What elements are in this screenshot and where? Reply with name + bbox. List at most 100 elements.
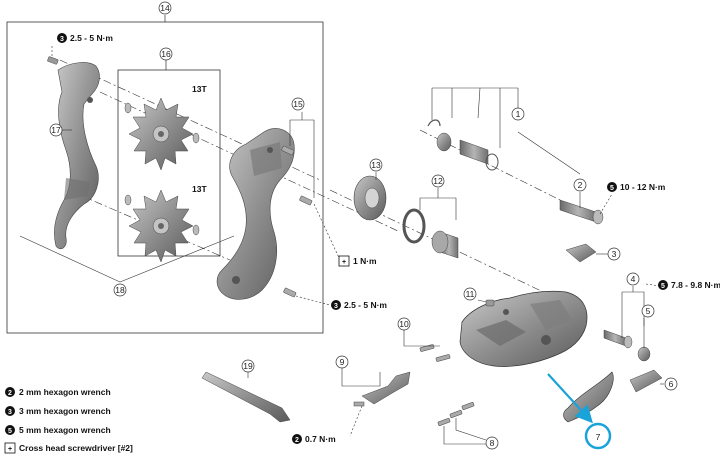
svg-text:5: 5	[661, 283, 665, 290]
washer-5	[637, 346, 651, 362]
axis-lines	[59, 59, 581, 301]
leader-lines	[19, 87, 664, 445]
protector-6	[629, 369, 663, 393]
svg-text:2: 2	[295, 437, 299, 444]
svg-text:+: +	[342, 259, 346, 266]
legend-item-screwdriver: + Cross head screwdriver [#2]	[4, 442, 133, 454]
svg-text:3: 3	[334, 303, 338, 310]
tool-19	[201, 371, 291, 423]
torque-mid: 3 2.5 - 5 N·m	[331, 300, 387, 310]
cable-screws-8	[437, 402, 475, 426]
callout-numbers: 14 16 17 15 13 12 1 2 3 4 5 6 7 8 9 10 1…	[49, 1, 678, 450]
small-bolt-11	[485, 299, 495, 307]
svg-text:9: 9	[340, 357, 345, 367]
callout-5: 5	[641, 304, 655, 318]
svg-text:2: 2	[8, 390, 12, 397]
torque-screw: + 1 N·m	[338, 255, 377, 267]
callout-6: 6	[664, 377, 678, 391]
svg-text:14: 14	[160, 3, 170, 13]
svg-text:18: 18	[115, 285, 125, 295]
bracket-9	[353, 371, 411, 407]
callout-2: 2	[573, 178, 587, 192]
svg-text:+: +	[8, 446, 12, 453]
callout-10: 10	[397, 317, 411, 331]
callout-17: 17	[49, 123, 63, 137]
svg-text:7: 7	[596, 432, 601, 442]
plate-screw	[47, 56, 59, 65]
callout-16: 16	[159, 47, 173, 61]
svg-text:4: 4	[631, 274, 636, 284]
pulley-washers	[124, 102, 200, 236]
callout-18: 18	[113, 283, 127, 297]
svg-text:2: 2	[578, 180, 583, 190]
svg-text:1 N·m: 1 N·m	[353, 256, 377, 266]
torque-upper-right: 5 10 - 12 N·m	[607, 182, 666, 192]
svg-text:3 mm hexagon wrench: 3 mm hexagon wrench	[19, 406, 111, 416]
torque-top-left: 3 2.5 - 5 N·m	[57, 33, 113, 43]
callout-3: 3	[607, 247, 621, 261]
pulley-upper	[128, 97, 194, 171]
guard-7	[563, 371, 614, 423]
svg-text:15: 15	[293, 99, 303, 109]
svg-text:10 - 12 N·m: 10 - 12 N·m	[620, 182, 666, 192]
cage-fix-bolt	[283, 287, 297, 298]
legend-item-3mm: 3 3 mm hexagon wrench	[5, 406, 111, 416]
bushing-rings	[402, 208, 459, 259]
svg-text:19: 19	[243, 361, 253, 371]
inner-plate-part	[54, 62, 100, 250]
fixing-bolt-4	[603, 329, 633, 349]
callout-11: 11	[463, 287, 477, 301]
legend-item-2mm: 2 2 mm hexagon wrench	[5, 387, 111, 397]
svg-text:1: 1	[516, 109, 521, 119]
callout-13: 13	[369, 158, 383, 172]
svg-text:16: 16	[161, 49, 171, 59]
cage-bolts	[281, 145, 313, 206]
svg-text:5 mm hexagon wrench: 5 mm hexagon wrench	[19, 425, 111, 435]
svg-text:11: 11	[466, 289, 475, 299]
sprocket-label-upper: 13T	[192, 84, 207, 94]
callout-12: 12	[431, 174, 445, 188]
callout-19: 19	[241, 359, 255, 373]
svg-text:10: 10	[399, 319, 409, 329]
assembly-box-16	[117, 69, 221, 257]
callout-9: 9	[335, 355, 349, 369]
callout-14: 14	[158, 1, 172, 15]
callout-15: 15	[291, 97, 305, 111]
svg-text:5: 5	[646, 306, 651, 316]
sprocket-label-lower: 13T	[192, 184, 207, 194]
outer-plate-part	[216, 128, 295, 300]
derailleur-body	[459, 290, 588, 367]
svg-text:2 mm hexagon wrench: 2 mm hexagon wrench	[19, 387, 111, 397]
callout-4: 4	[626, 272, 640, 286]
svg-text:5: 5	[8, 428, 12, 435]
callout-8: 8	[485, 436, 499, 450]
svg-text:12: 12	[433, 176, 443, 186]
svg-text:17: 17	[51, 125, 61, 135]
b-axle-bolt	[559, 199, 604, 225]
torque-bottom: 2 0.7 N·m	[292, 434, 336, 444]
pulley-lower	[128, 189, 194, 263]
svg-text:3: 3	[612, 249, 617, 259]
svg-text:13: 13	[371, 160, 381, 170]
svg-text:3: 3	[60, 36, 64, 43]
torque-right: 5 7.8 - 9.8 N·m	[658, 280, 720, 290]
tool-legend: 2 2 mm hexagon wrench 3 3 mm hexagon wre…	[4, 387, 133, 454]
legend-item-5mm: 5 5 mm hexagon wrench	[5, 425, 111, 435]
svg-text:2.5 - 5 N·m: 2.5 - 5 N·m	[70, 33, 113, 43]
svg-text:8: 8	[490, 438, 495, 448]
callout-1: 1	[511, 107, 525, 121]
adjust-screws	[419, 344, 451, 362]
svg-text:0.7 N·m: 0.7 N·m	[305, 434, 336, 444]
b-axle-kit	[427, 119, 499, 171]
svg-text:6: 6	[669, 379, 674, 389]
svg-text:Cross head screwdriver [#2]: Cross head screwdriver [#2]	[19, 443, 133, 453]
svg-text:5: 5	[610, 185, 614, 192]
callout-7: 7	[596, 432, 601, 442]
tension-disc-part	[353, 175, 387, 221]
torque-leaders	[51, 46, 661, 437]
svg-text:3: 3	[8, 409, 12, 416]
svg-text:7.8 - 9.8 N·m: 7.8 - 9.8 N·m	[671, 280, 720, 290]
bracket-cover	[565, 243, 597, 263]
svg-text:2.5 - 5 N·m: 2.5 - 5 N·m	[344, 300, 387, 310]
